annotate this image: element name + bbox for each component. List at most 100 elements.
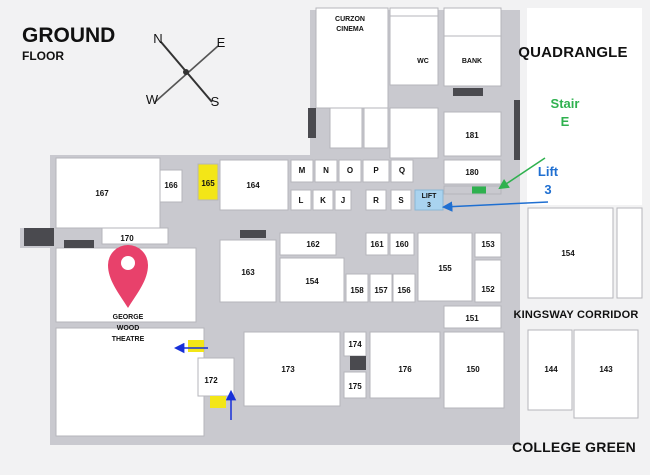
letter-rooms <box>290 159 444 211</box>
label-162: 162 <box>306 240 320 249</box>
west-rooms <box>24 157 289 437</box>
theatre-lower <box>55 327 205 437</box>
cinema-label-1: CURZON <box>335 16 365 23</box>
label-p: P <box>373 166 379 175</box>
room-k <box>312 189 334 211</box>
location-pin-icon <box>108 245 148 308</box>
room-p <box>362 159 390 183</box>
lift-annotation-2: 3 <box>544 182 551 197</box>
room-156 <box>392 273 416 303</box>
label-j: J <box>341 196 345 205</box>
label-172: 172 <box>204 376 218 385</box>
room-labels: 167 166 165 164 170 M N O P Q L K J R S … <box>95 131 613 391</box>
room-q <box>390 159 414 183</box>
kingsway-corridor-label: KINGSWAY CORRIDOR <box>513 309 638 321</box>
label-154: 154 <box>305 277 319 286</box>
label-q: Q <box>399 166 405 175</box>
stair-e-marker <box>472 186 486 194</box>
floor-title: GROUND <box>22 24 115 47</box>
label-165: 165 <box>201 179 215 188</box>
lift-label-1: LIFT <box>422 193 437 200</box>
room-161 <box>365 232 389 256</box>
stair-annotation-1: Stair <box>551 96 580 111</box>
theatre-label-2: WOOD <box>117 325 140 332</box>
bank-room <box>443 35 502 87</box>
compass-e: E <box>217 35 226 50</box>
room-163 <box>219 239 277 303</box>
label-154-east: 154 <box>561 249 575 258</box>
room-176 <box>369 331 441 399</box>
label-153: 153 <box>481 240 495 249</box>
stair-annotation-2: E <box>561 114 570 129</box>
room-157 <box>369 273 393 303</box>
room-o <box>338 159 362 183</box>
compass-n: N <box>153 31 162 46</box>
room-154-east <box>527 207 614 299</box>
room-173 <box>243 331 341 407</box>
room-162 <box>279 232 337 256</box>
room-143 <box>573 329 639 419</box>
label-166: 166 <box>164 181 178 190</box>
central-rooms <box>197 100 520 409</box>
label-181: 181 <box>465 131 479 140</box>
compass-w: W <box>146 92 159 107</box>
label-150: 150 <box>466 365 480 374</box>
stair-arrow-icon <box>498 157 546 190</box>
compass-s: S <box>211 94 220 109</box>
label-176: 176 <box>398 365 412 374</box>
label-170: 170 <box>120 234 134 243</box>
wc-room <box>389 14 439 86</box>
curzon-cinema <box>315 7 389 109</box>
room-j <box>334 189 352 211</box>
label-161: 161 <box>370 240 384 249</box>
building-labels: CURZON CINEMA WC BANK GEORGE WOOD THEATR… <box>112 16 482 343</box>
label-n: N <box>323 166 329 175</box>
label-173: 173 <box>281 365 295 374</box>
room-160 <box>389 232 415 256</box>
room-155 <box>417 232 473 302</box>
label-r: R <box>373 196 379 205</box>
lift-3-box <box>414 189 444 211</box>
label-l: L <box>299 196 304 205</box>
room-164 <box>219 159 289 211</box>
label-180: 180 <box>465 168 479 177</box>
cinema-label-2: CINEMA <box>336 26 364 33</box>
highlight-entrance-south <box>210 396 226 408</box>
room-153 <box>474 232 502 258</box>
label-m: M <box>299 166 306 175</box>
label-174: 174 <box>348 340 362 349</box>
room-181 <box>443 111 502 157</box>
room-172 <box>197 357 235 397</box>
room-165 <box>197 163 219 201</box>
label-163: 163 <box>241 268 255 277</box>
room-r <box>365 189 387 211</box>
highlight-entrance-west <box>188 340 204 352</box>
floor-subtitle: FLOOR <box>22 49 64 63</box>
lift-arrow-icon <box>441 201 549 212</box>
east-rooms <box>443 111 643 419</box>
label-167: 167 <box>95 189 109 198</box>
label-k: K <box>320 196 326 205</box>
room-151 <box>443 305 502 329</box>
label-o: O <box>347 166 353 175</box>
room-m <box>290 159 314 183</box>
label-144: 144 <box>544 365 558 374</box>
label-151: 151 <box>465 314 479 323</box>
room-158 <box>345 273 369 303</box>
wc-label: WC <box>417 58 429 65</box>
compass-icon: N E S W <box>146 31 226 109</box>
label-175: 175 <box>348 382 362 391</box>
theatre-label-3: THEATRE <box>112 336 145 343</box>
room-152 <box>474 259 502 303</box>
theatre-label-1: GEORGE <box>113 314 144 321</box>
room-175 <box>343 371 367 399</box>
room-154 <box>279 257 345 303</box>
room-n <box>314 159 338 183</box>
label-158: 158 <box>350 286 364 295</box>
college-green-label: COLLEGE GREEN <box>512 439 636 455</box>
label-156: 156 <box>397 286 411 295</box>
room-144 <box>527 329 573 411</box>
label-152: 152 <box>481 285 495 294</box>
quadrangle-label: QUADRANGLE <box>518 44 628 61</box>
